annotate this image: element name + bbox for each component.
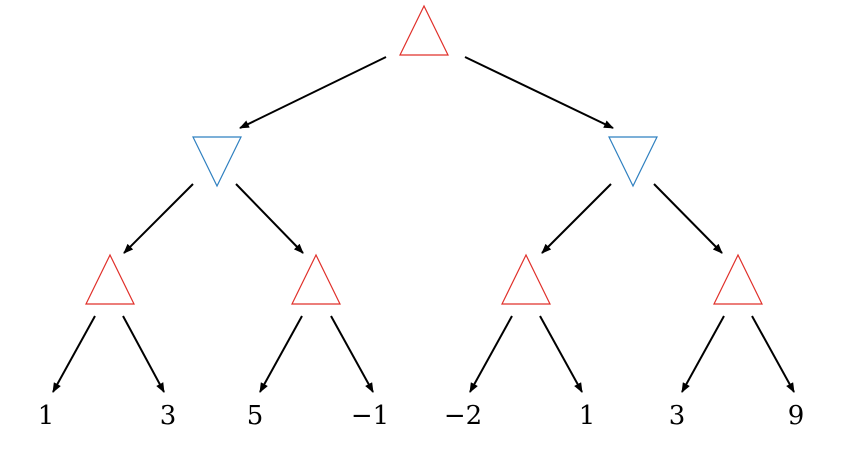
edge-min-right-to-max-3 xyxy=(541,183,612,254)
leaf-value-5: −2 xyxy=(444,401,482,431)
edge-max-4-to-leaf-8 xyxy=(751,315,795,393)
edge-max-4-to-leaf-7 xyxy=(681,315,725,393)
nodes xyxy=(85,4,763,305)
leaf-value-3: 5 xyxy=(247,401,264,431)
max-node-triangle-4 xyxy=(713,253,763,305)
edge-root-to-min-left xyxy=(239,56,387,129)
max-node-triangle-2 xyxy=(291,253,341,305)
edge-max-1-to-leaf-2 xyxy=(122,315,165,393)
edge-max-3-to-leaf-5 xyxy=(469,315,513,393)
leaf-value-7: 3 xyxy=(669,401,686,431)
min-node-triangle-right xyxy=(608,136,658,188)
edge-max-1-to-leaf-1 xyxy=(52,315,96,393)
max-node-triangle-1 xyxy=(85,253,135,305)
edge-max-3-to-leaf-6 xyxy=(539,315,583,393)
leaf-value-2: 3 xyxy=(160,401,177,431)
edge-max-2-to-leaf-3 xyxy=(259,315,303,393)
max-node-triangle-3 xyxy=(501,253,551,305)
leaf-value-6: 1 xyxy=(579,401,596,431)
edge-root-to-min-right xyxy=(464,56,614,129)
edge-min-left-to-max-1 xyxy=(123,183,194,254)
edge-min-left-to-max-2 xyxy=(235,183,304,254)
edge-min-right-to-max-4 xyxy=(653,183,723,254)
leaf-value-4: −1 xyxy=(351,401,389,431)
edges xyxy=(52,56,795,393)
max-node-triangle-root xyxy=(399,4,449,56)
leaf-labels: 1 3 5 −1 −2 1 3 9 xyxy=(38,401,805,431)
min-node-triangle-left xyxy=(192,136,242,188)
edge-max-2-to-leaf-4 xyxy=(330,315,374,393)
leaf-value-1: 1 xyxy=(38,401,55,431)
leaf-value-8: 9 xyxy=(788,401,805,431)
